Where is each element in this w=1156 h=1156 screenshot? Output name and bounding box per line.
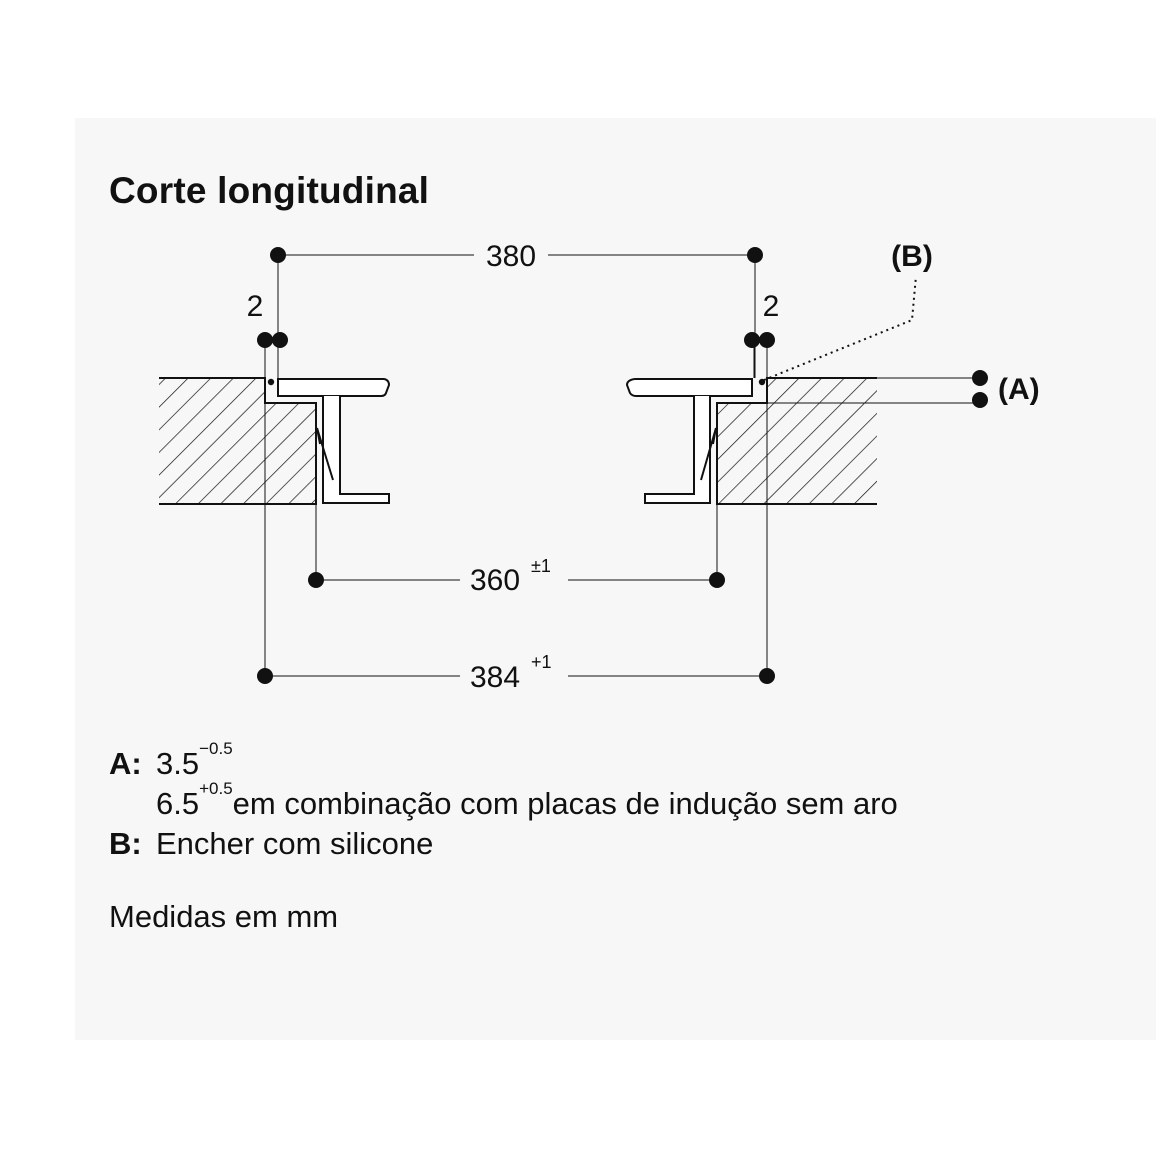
legend-a-value-1-number: 3.5 [156,746,200,781]
gap-right-label: 2 [763,290,780,323]
callout-b: (B) [763,240,933,381]
right-hob-edge [625,378,766,504]
legend-b-key: B: [109,826,142,861]
dimension-360-label: 360 [470,564,520,597]
page-title: Corte longitudinal [109,170,430,211]
legend-a-value-1: 3.5−0.5 [156,740,233,784]
legend-b-text: Encher com silicone [156,826,434,861]
callout-a: (A) [767,370,1040,408]
dimension-360: 360 ±1 [308,504,725,597]
units-note: Medidas em mm [109,899,339,934]
left-worktop [159,377,317,505]
legend-a-value-2-tolerance: +0.5 [199,779,233,798]
dimension-gap-right: 2 [744,290,779,680]
dimension-380-label: 380 [486,240,536,273]
gap-left-label: 2 [247,290,264,323]
diagram-panel [75,118,1156,1040]
legend-a-value-1-tolerance: −0.5 [199,739,233,758]
callout-b-label: (B) [891,240,933,273]
dimension-360-tolerance: ±1 [531,556,551,576]
dimension-gap-left: 2 [247,290,288,680]
callout-a-label: (A) [998,373,1040,406]
legend-a-key: A: [109,746,142,781]
legend-a-value-2-text: em combinação com placas de indução sem … [232,786,898,821]
dimension-384: 384 +1 [257,652,775,694]
dimension-380: 380 [270,240,763,378]
dimension-384-tolerance: +1 [531,652,552,672]
left-hob-edge [267,378,391,504]
legend-a-value-2: 6.5+0.5em combinação com placas de induç… [156,780,898,824]
dimension-384-label: 384 [470,661,520,694]
legend-a-value-2-number: 6.5 [156,786,200,821]
